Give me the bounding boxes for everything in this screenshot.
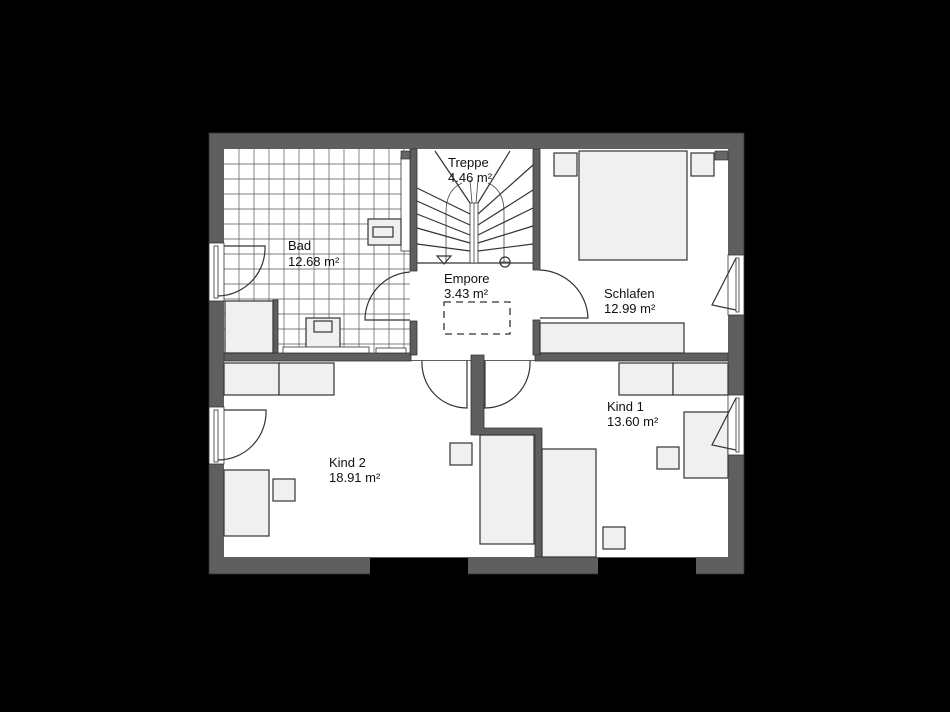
shelf-left bbox=[618, 362, 674, 396]
stool bbox=[602, 526, 626, 550]
desk bbox=[683, 411, 729, 479]
schlafen-furniture bbox=[539, 150, 729, 354]
desk bbox=[223, 469, 270, 537]
room-name-kind2: Kind 2 bbox=[329, 455, 366, 470]
bath-storage bbox=[224, 300, 274, 354]
radiator-icon bbox=[400, 150, 411, 160]
room-labels: Bad 12.68 m² Treppe 4.46 m² Empore 3.43 … bbox=[288, 155, 659, 485]
shower-panel bbox=[400, 156, 411, 252]
chair bbox=[272, 478, 296, 502]
door-bad[interactable] bbox=[364, 271, 411, 321]
double-bed bbox=[578, 150, 688, 261]
shelf-left bbox=[223, 362, 280, 396]
empore-void-outline bbox=[443, 301, 511, 335]
windows bbox=[208, 242, 745, 575]
stair-down-arrow bbox=[435, 255, 453, 265]
radiator-icon bbox=[714, 150, 729, 161]
shelf-right bbox=[672, 362, 729, 396]
room-area-empore: 3.43 m² bbox=[444, 286, 489, 301]
door-swings bbox=[217, 245, 737, 461]
room-name-bad: Bad bbox=[288, 238, 311, 253]
room-area-schlafen: 12.99 m² bbox=[604, 301, 656, 316]
bed-kind2 bbox=[479, 434, 535, 545]
room-area-kind2: 18.91 m² bbox=[329, 470, 381, 485]
room-name-empore: Empore bbox=[444, 271, 490, 286]
door-schlafen[interactable] bbox=[539, 269, 589, 319]
door-kind2[interactable] bbox=[421, 360, 468, 409]
door-kind1[interactable] bbox=[484, 360, 531, 409]
room-name-schlafen: Schlafen bbox=[604, 286, 655, 301]
bath-counter bbox=[282, 346, 370, 354]
kind1-furniture bbox=[541, 362, 729, 558]
room-name-treppe: Treppe bbox=[448, 155, 489, 170]
bath-fixtures bbox=[224, 150, 411, 354]
bed-kind1 bbox=[541, 448, 597, 558]
wardrobe bbox=[539, 322, 685, 354]
room-area-treppe: 4.46 m² bbox=[448, 170, 493, 185]
staircase bbox=[416, 150, 534, 268]
chair bbox=[656, 446, 680, 470]
stool bbox=[449, 442, 473, 466]
room-name-kind1: Kind 1 bbox=[607, 399, 644, 414]
nightstand-left bbox=[553, 152, 578, 177]
shelf-right bbox=[278, 362, 335, 396]
room-area-kind1: 13.60 m² bbox=[607, 414, 659, 429]
nightstand-right bbox=[690, 152, 715, 177]
room-area-bad: 12.68 m² bbox=[288, 254, 340, 269]
kind2-furniture bbox=[223, 362, 535, 545]
